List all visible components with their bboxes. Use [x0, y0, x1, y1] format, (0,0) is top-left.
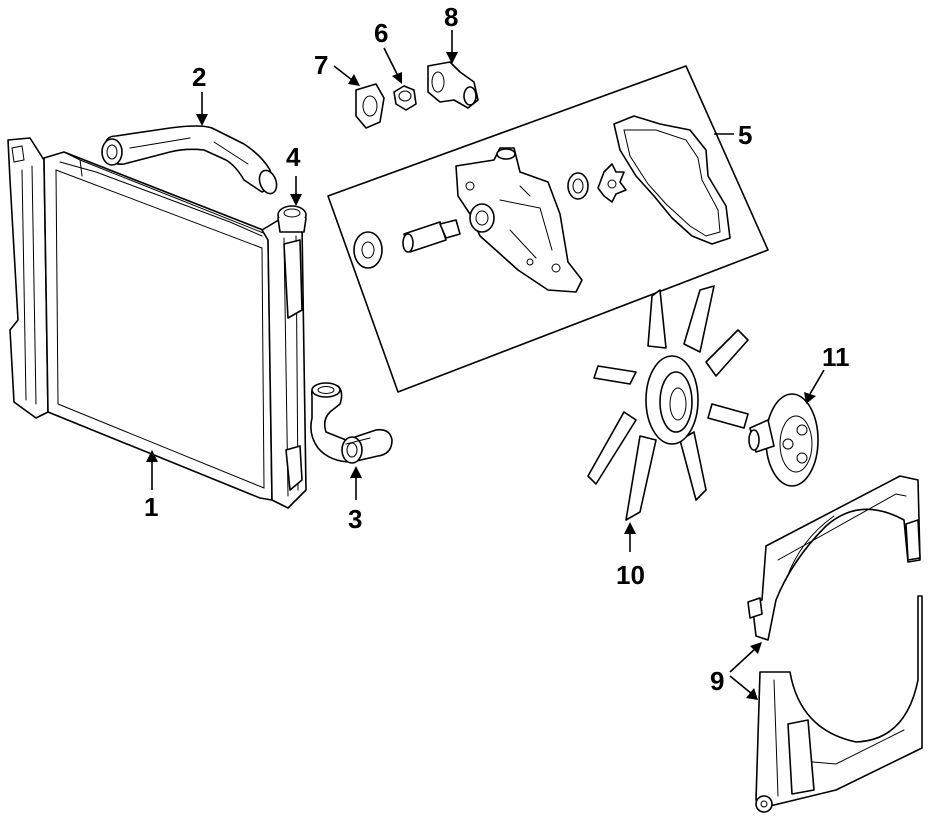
- water-pump-assembly: [327, 65, 769, 393]
- upper-radiator-hose: [101, 125, 278, 195]
- callout-5: 5: [738, 120, 752, 150]
- callout-9: 9: [710, 666, 724, 696]
- callout-1: 1: [144, 492, 158, 522]
- callout-3: 3: [348, 504, 362, 534]
- callout-4: 4: [286, 142, 301, 172]
- callout-7: 7: [314, 50, 328, 80]
- callout-10: 10: [616, 560, 645, 590]
- callout-labels: 1 2 3 4 5 6 7 8 9 10 11: [144, 2, 850, 696]
- fan-shroud: [747, 475, 923, 813]
- fan-blade: [587, 285, 749, 521]
- callout-8: 8: [444, 2, 458, 32]
- callout-leaders: [146, 30, 825, 700]
- callout-11: 11: [822, 342, 850, 372]
- thermostat: [393, 85, 417, 111]
- thermostat-housing: [427, 61, 479, 109]
- callout-6: 6: [374, 18, 388, 48]
- fan-clutch: [748, 393, 819, 487]
- lower-radiator-hose: [310, 382, 393, 464]
- radiator: [7, 137, 307, 509]
- thermostat-gasket: [355, 83, 385, 129]
- callout-2: 2: [192, 62, 206, 92]
